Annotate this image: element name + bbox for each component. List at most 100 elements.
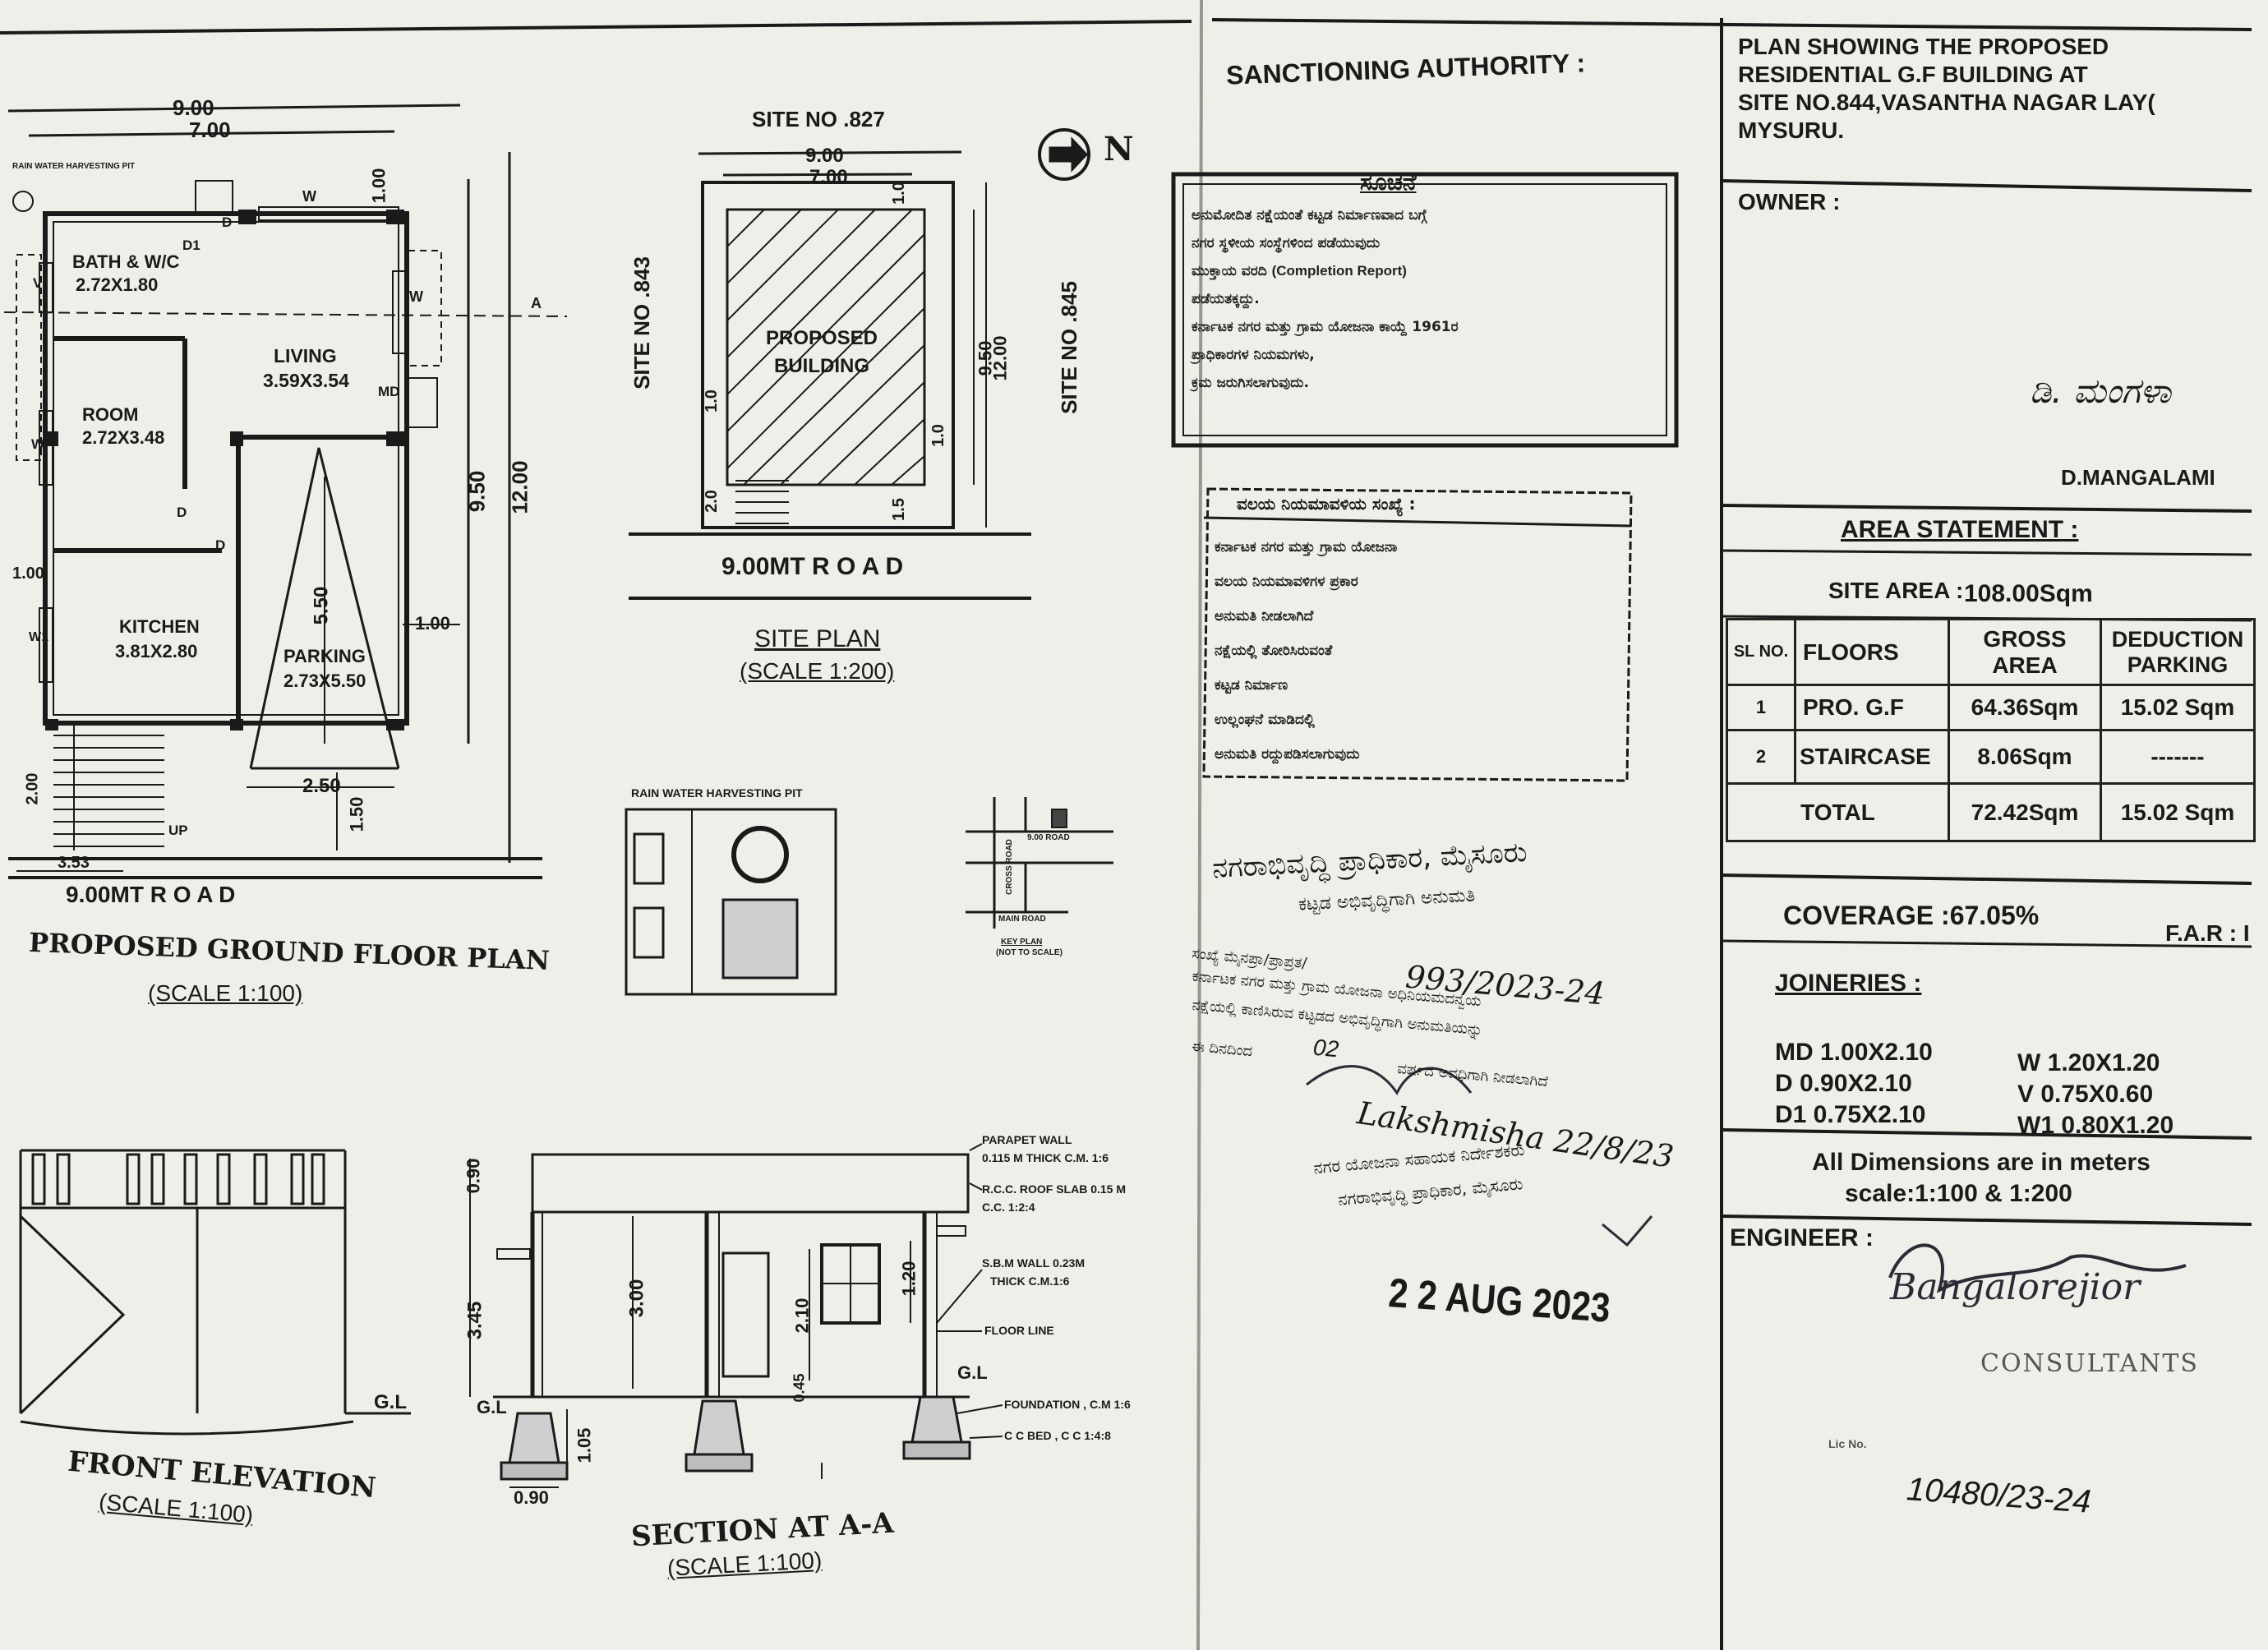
- room-kitchen-size: 3.81X2.80: [115, 641, 198, 661]
- plan-road-label: 9.00MT R O A D: [66, 882, 236, 907]
- label-d-top: D: [222, 214, 233, 230]
- project-title: PLAN SHOWING THE PROPOSED RESIDENTIAL G.…: [1738, 33, 2155, 145]
- cell-total-gross: 72.42Sqm: [1948, 782, 2102, 842]
- section-dim-345: 3.45: [463, 1301, 486, 1340]
- label-w1: W1: [29, 630, 48, 644]
- license-label: Lic No.: [1828, 1437, 1867, 1450]
- section-dim-090b: 0.90: [514, 1487, 549, 1508]
- plan-dim-top-inner: 7.00: [189, 118, 231, 142]
- cell-floor-2: STAIRCASE: [1794, 729, 1950, 785]
- section-note-1: PARAPET WALL: [982, 1133, 1072, 1146]
- room-bath-size: 2.72X1.80: [76, 274, 159, 295]
- plan-dim-100-top: 1.00: [368, 168, 390, 204]
- keyplan-cross: CROSS ROAD: [1004, 839, 1014, 895]
- stamp1-line: ಕರ್ನಾಟಕ ನಗರ ಮತ್ತು ಗ್ರಾಮ ಯೋಜನಾ ಕಾಯ್ದೆ 196…: [1192, 319, 1459, 335]
- stamp1-title: ಸೂಚನೆ: [1360, 168, 1417, 196]
- label-d-kitchen: D: [215, 537, 226, 553]
- section-note-3: R.C.C. ROOF SLAB 0.15 M: [982, 1182, 1127, 1196]
- owner-signature: ಡಿ. ಮಂಗಳಾ: [2030, 371, 2172, 411]
- table-row: 2 STAIRCASE 8.06Sqm -------: [1726, 729, 2256, 785]
- th-sl: SL NO.: [1726, 618, 1796, 686]
- area-statement-heading: AREA STATEMENT :: [1841, 516, 2079, 543]
- plan-dim-250: 2.50: [302, 775, 341, 797]
- section-dim-045: 0.45: [791, 1373, 808, 1403]
- site-dim-outer-h: 12.00: [989, 335, 1011, 381]
- scale-note: scale:1:100 & 1:200: [1845, 1180, 2072, 1207]
- section-dim-105: 1.05: [574, 1427, 595, 1463]
- keyplan-note: (NOT TO SCALE): [996, 948, 1063, 957]
- elevation-gl: G.L: [374, 1391, 407, 1413]
- far: F.A.R : I: [2165, 920, 2250, 946]
- plan-dim-side-inner: 9.50: [464, 470, 490, 513]
- section-note-5: S.B.M WALL 0.23M: [982, 1256, 1085, 1270]
- section-note-8: FOUNDATION , C.M 1:6: [1004, 1398, 1131, 1411]
- stamp1-line: ನಗರ ಸ್ಥಳೀಯ ಸಂಸ್ಥೆಗಳಿಂದ ಪಡೆಯುವುದು: [1192, 235, 1381, 251]
- owner-label: OWNER :: [1738, 189, 1841, 214]
- label-v: V: [33, 275, 43, 291]
- site-area-value: 108.00Sqm: [1964, 580, 2093, 607]
- label-d1: D1: [182, 237, 201, 253]
- room-parking-name: PARKING: [284, 646, 366, 666]
- engineer-label: ENGINEER :: [1730, 1224, 1874, 1251]
- plan-dim-top-outer: 9.00: [173, 95, 214, 120]
- site-dim-10-right: 1.0: [929, 424, 947, 447]
- label-w-right: W: [409, 288, 423, 305]
- stamp1-line: ಪ್ರಾಧಿಕಾರಗಳ ನಿಯಮಗಳು,: [1192, 347, 1315, 363]
- project-title-line: PLAN SHOWING THE PROPOSED: [1738, 34, 2109, 59]
- cell-gross-2: 8.06Sqm: [1948, 729, 2102, 785]
- owner-name: D.MANGALAMI: [2061, 465, 2215, 490]
- site-dim-10-left: 1.0: [702, 389, 721, 412]
- consultants-stamp: CONSULTANTS: [1980, 1349, 2199, 1378]
- stamp2-title: ವಲಯ ನಿಯಮಾವಳಿಯ ಸಂಖ್ಯೆ :: [1237, 494, 1416, 514]
- keyplan-main: MAIN ROAD: [998, 915, 1046, 924]
- project-title-line: RESIDENTIAL G.F BUILDING AT: [1738, 62, 2088, 87]
- joineries-right: W 1.20X1.20 V 0.75X0.60 W1 0.80X1.20: [2017, 1048, 2174, 1141]
- room-room-name: ROOM: [82, 404, 139, 425]
- site-building-label: PROPOSED BUILDING: [765, 327, 878, 377]
- label-md: MD: [378, 384, 400, 399]
- site-dim-outer-w: 9.00: [805, 145, 844, 167]
- section-gl-left: G.L: [477, 1397, 507, 1417]
- plan-dim-side-outer: 12.00: [507, 460, 532, 514]
- table-header-row: SL NO. FLOORS GROSS AREA DEDUCTION PARKI…: [1726, 618, 2256, 686]
- room-kitchen-name: KITCHEN: [119, 616, 200, 637]
- cell-sl-1: 1: [1726, 684, 1796, 731]
- north-arrow-icon: N: [1104, 130, 1134, 168]
- stamp2-line: ಅನುಮತಿ ನೀಡಲಾಗಿದೆ: [1215, 608, 1314, 625]
- th-gross: GROSS AREA: [1948, 618, 2102, 686]
- joinery-item: W 1.20X1.20: [2017, 1049, 2160, 1076]
- plan-rwh-label: RAIN WATER HARVESTING PIT: [12, 162, 136, 171]
- stamp1-line: ಕ್ರಮ ಜರುಗಿಸಲಾಗುವುದು.: [1192, 375, 1309, 391]
- site-building-label-1: PROPOSED BUILDING: [764, 325, 879, 380]
- label-up: UP: [168, 823, 188, 838]
- label-w-room: W: [31, 436, 45, 452]
- stamp2-line: ಉಲ್ಲಂಘನೆ ಮಾಡಿದಲ್ಲಿ: [1215, 712, 1315, 728]
- site-dim-20: 2.0: [702, 490, 721, 513]
- site-dim-15: 1.5: [889, 498, 908, 521]
- cell-deduction-2: -------: [2100, 729, 2256, 785]
- room-living-size: 3.59X3.54: [263, 370, 349, 391]
- site-road-label: 9.00MT R O A D: [721, 553, 904, 580]
- label-w-top: W: [302, 188, 316, 205]
- table-row: 1 PRO. G.F 64.36Sqm 15.02 Sqm: [1726, 684, 2256, 731]
- cell-total-label: TOTAL: [1726, 782, 1950, 842]
- room-room-size: 2.72X3.48: [82, 427, 165, 448]
- th-floors: FLOORS: [1794, 618, 1950, 686]
- stamp1-line: ಮುಕ್ತಾಯ ವರದಿ (Completion Report): [1192, 263, 1407, 279]
- joinery-item: D 0.90X2.10: [1775, 1070, 1912, 1097]
- site-right-label: SITE NO .845: [1056, 281, 1081, 414]
- cell-floor-1: PRO. G.F: [1794, 684, 1950, 731]
- stamp2-line: ನಕ್ಷೆಯಲ್ಲಿ ತೋರಿಸಿರುವಂತೆ: [1215, 643, 1333, 659]
- section-dim-210: 2.10: [791, 1297, 813, 1334]
- section-note-7: FLOOR LINE: [984, 1324, 1054, 1337]
- room-bath-name: BATH & W/C: [72, 251, 180, 272]
- plan-dim-150: 1.50: [346, 796, 367, 832]
- cell-gross-1: 64.36Sqm: [1948, 684, 2102, 731]
- plan-dim-353: 3.53: [58, 854, 90, 872]
- area-table: SL NO. FLOORS GROSS AREA DEDUCTION PARKI…: [1726, 618, 2256, 842]
- th-deduction: DEDUCTION PARKING: [2100, 618, 2256, 686]
- table-total-row: TOTAL 72.42Sqm 15.02 Sqm: [1726, 782, 2256, 842]
- plan-dim-100-right: 1.00: [415, 613, 450, 634]
- section-note-9: C C BED , C C 1:4:8: [1004, 1429, 1111, 1442]
- site-scale: (SCALE 1:200): [740, 658, 895, 684]
